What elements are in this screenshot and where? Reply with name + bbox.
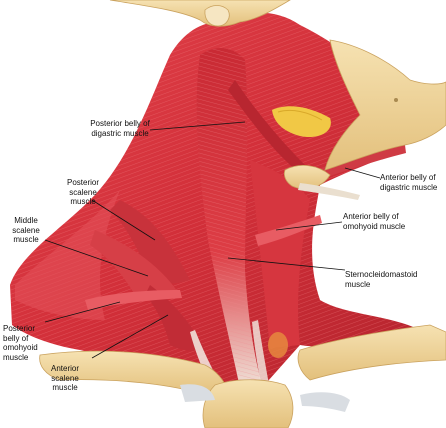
ear-canal: [204, 5, 230, 27]
label-anterior-digastric: Anterior belly of digastric muscle: [380, 173, 438, 192]
leader-middle-scalene: [44, 239, 149, 277]
middle-scalene-shape: [90, 230, 180, 299]
clavicle-right: [297, 324, 446, 381]
label-posterior-digastric: Posterior belly of digastric muscle: [90, 119, 150, 138]
strap-muscles-shape: [250, 160, 310, 348]
digastric-posterior-shape: [228, 80, 305, 172]
sternum-manubrium: [202, 379, 294, 428]
label-sternocleidomastoid: Sternocleidomastoid muscle: [345, 270, 418, 289]
label-posterior-scalene: Posterior scalene muscle: [66, 178, 99, 206]
leader-anterior-digastric: [344, 167, 381, 179]
digastric-anterior-shape: [315, 145, 406, 180]
leader-posterior-omohyoid: [44, 301, 121, 323]
first-rib-cartilage: [180, 384, 215, 402]
label-anterior-scalene: Anterior scalene muscle: [50, 364, 79, 392]
mandible-bone: [324, 39, 446, 171]
thyroid-gland: [268, 332, 288, 358]
label-posterior-omohyoid: Posterior belly of omohyoid muscle: [3, 324, 38, 362]
leader-posterior-digastric: [149, 121, 246, 131]
leader-anterior-omohyoid: [275, 221, 343, 231]
leader-lines: [44, 121, 381, 359]
label-middle-scalene: Middle scalene muscle: [12, 216, 40, 244]
mental-foramen: [394, 98, 398, 102]
leader-anterior-scalene: [91, 314, 169, 359]
label-anterior-omohyoid: Anterior belly of omohyoid muscle: [343, 212, 406, 231]
posterior-scalene-shape: [110, 200, 190, 284]
omohyoid-anterior-shape: [255, 215, 322, 246]
hyoid-tendon: [298, 183, 360, 200]
anterior-scalene-shape: [145, 285, 205, 351]
trapezius-region: [15, 190, 120, 320]
leader-sternocleidomastoid: [227, 257, 346, 271]
leader-posterior-scalene: [91, 199, 156, 241]
submandibular-gland: [272, 106, 331, 138]
